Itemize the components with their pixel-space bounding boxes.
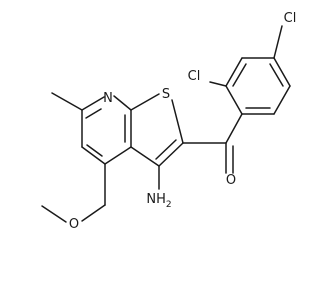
bond-c6-n: [81, 96, 105, 111]
bond-ch2-o: [81, 204, 106, 222]
bond-n-c6-double: [85, 108, 102, 119]
bond-c2-c3-double: [155, 139, 177, 160]
atom-o-carbonyl: O: [226, 173, 236, 188]
bond-c7a-s: [130, 93, 160, 111]
bond-ar4-ar5: [273, 57, 291, 87]
bond-c6-methyl: [51, 92, 83, 111]
bond-layer: [41, 25, 291, 223]
bond-c3a-c4: [104, 146, 132, 165]
atom-nh2: NH2: [146, 192, 171, 210]
bond-ar4-ar5-double: [269, 63, 284, 87]
atom-nh2-main: NH: [146, 192, 166, 207]
atom-n-pyridine: N: [103, 91, 113, 106]
atom-cl-ortho: Cl: [188, 69, 201, 84]
bond-ar1-ar2: [225, 85, 243, 115]
bond-c2-c3: [158, 142, 184, 167]
bond-ar2-ar3-double: [232, 63, 247, 87]
bond-carbonyl-aryl: [225, 113, 243, 144]
atom-cl-para: Cl: [284, 11, 297, 26]
bond-s-c2: [171, 99, 184, 144]
structure-canvas: N S Cl Cl O NH2 O: [41, 11, 296, 232]
atom-s-thiophene: S: [162, 87, 170, 102]
bond-c4-c5: [81, 146, 106, 165]
bond-c3-c3a: [130, 146, 160, 167]
atom-label-layer: N S Cl Cl O NH2 O: [69, 11, 296, 232]
atom-nh2-subscript: 2: [166, 200, 172, 210]
bond-ar2-ar3: [225, 57, 243, 87]
bond-c4-c5-double: [86, 144, 103, 157]
bond-o-ch3: [41, 205, 67, 223]
molecule-drawing: N S Cl Cl O NH2 O: [41, 11, 296, 232]
bond-ar2-cl: [209, 81, 227, 87]
bond-n-c7a: [113, 95, 132, 111]
bond-ar4-cl: [273, 25, 283, 59]
bond-ar5-ar6: [273, 85, 291, 115]
atom-o-ether: O: [69, 217, 79, 232]
